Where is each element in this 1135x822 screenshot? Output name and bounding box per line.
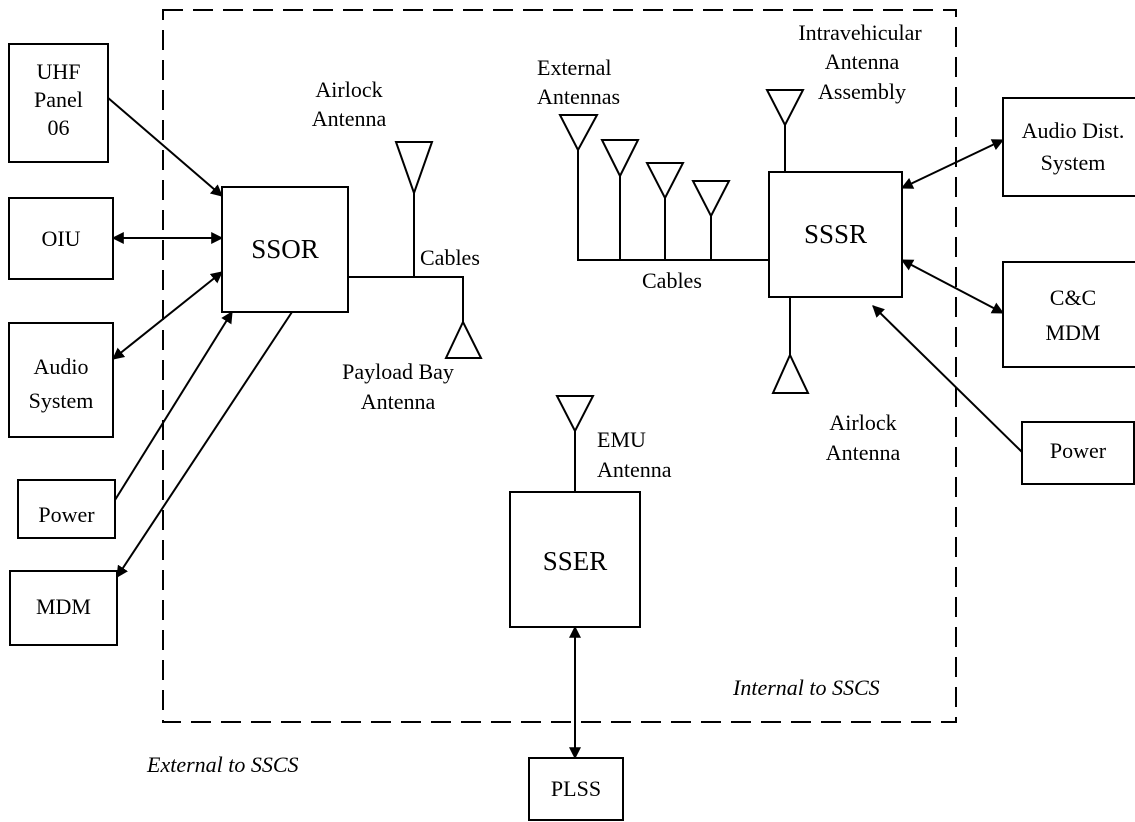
svg-text:SSER: SSER — [543, 546, 608, 576]
svg-text:MDM: MDM — [1045, 320, 1100, 345]
external-antennas-label: External Antennas — [537, 55, 620, 109]
svg-text:Assembly: Assembly — [818, 79, 906, 104]
airlock-antenna-right-label: Airlock Antenna — [826, 410, 901, 465]
svg-text:06: 06 — [48, 115, 70, 140]
sssr-block: SSSR — [768, 171, 903, 298]
svg-text:Airlock: Airlock — [315, 77, 382, 102]
payload-bay-antenna-icon — [444, 319, 483, 359]
svg-text:Audio Dist.: Audio Dist. — [1022, 118, 1125, 143]
svg-text:SSSR: SSSR — [804, 219, 867, 249]
oiu-block: OIU — [8, 197, 114, 280]
svg-text:EMU: EMU — [597, 427, 646, 452]
svg-text:System: System — [1041, 150, 1106, 175]
svg-text:Intravehicular: Intravehicular — [798, 20, 922, 45]
audio-dist-system-block: Audio Dist. System — [1002, 97, 1135, 197]
external-antenna-3-icon — [645, 162, 685, 201]
svg-text:Power: Power — [1050, 438, 1107, 463]
sscs-boundary — [162, 9, 957, 723]
power-left-block: Power — [17, 479, 116, 539]
emu-antenna-icon — [555, 395, 595, 434]
svg-text:Audio: Audio — [34, 354, 89, 379]
sssr-cc-mdm-arrow — [900, 259, 1005, 314]
svg-text:Antenna: Antenna — [826, 440, 901, 465]
external-antenna-4-icon — [691, 180, 731, 219]
intravehicular-antenna-label: Intravehicular Antenna Assembly — [798, 20, 922, 104]
svg-text:System: System — [29, 388, 94, 413]
svg-text:C&C: C&C — [1050, 285, 1096, 310]
audio-ssor-arrow — [112, 271, 223, 360]
svg-text:Antenna: Antenna — [361, 389, 436, 414]
cc-mdm-block: C&C MDM — [1002, 261, 1135, 368]
svg-text:PLSS: PLSS — [551, 776, 601, 801]
cables-left-label: Cables — [420, 245, 480, 270]
uhf-to-ssor-arrow — [106, 96, 223, 197]
svg-text:Antenna: Antenna — [825, 49, 900, 74]
svg-text:Antennas: Antennas — [537, 84, 620, 109]
airlock-antenna-right-icon — [771, 352, 810, 394]
uhf-panel-block: UHF Panel 06 — [8, 43, 109, 163]
svg-text:UHF: UHF — [36, 59, 80, 84]
power-to-ssor-arrow — [114, 310, 233, 501]
ssor-cable — [348, 276, 464, 325]
power-to-sssr-arrow — [872, 305, 1023, 453]
airlock-antenna-left-label: Airlock Antenna — [312, 77, 387, 131]
connections — [106, 96, 1023, 760]
power-right-block: Power — [1021, 421, 1135, 485]
internal-to-sscs-label: Internal to SSCS — [732, 675, 880, 700]
plss-block: PLSS — [528, 757, 624, 821]
svg-text:Power: Power — [38, 502, 95, 527]
svg-text:Antenna: Antenna — [597, 457, 672, 482]
sssr-audio-dist-arrow — [900, 139, 1005, 189]
mdm-block: MDM — [9, 570, 118, 646]
emu-antenna-label: EMU Antenna — [597, 427, 672, 482]
sssr-cable — [577, 130, 769, 261]
antennas — [394, 89, 810, 434]
svg-text:MDM: MDM — [36, 594, 91, 619]
airlock-antenna-left-icon — [394, 141, 434, 197]
svg-text:External: External — [537, 55, 612, 80]
cables-right-label: Cables — [642, 268, 702, 293]
external-antenna-2-icon — [600, 139, 640, 179]
payload-bay-antenna-label: Payload Bay Antenna — [342, 359, 454, 414]
external-antenna-1-icon — [558, 114, 599, 153]
ssor-to-mdm-arrow — [116, 311, 293, 579]
svg-text:Airlock: Airlock — [829, 410, 896, 435]
ssor-block: SSOR — [221, 186, 349, 313]
svg-text:Antenna: Antenna — [312, 106, 387, 131]
svg-text:SSOR: SSOR — [251, 234, 319, 264]
svg-text:Panel: Panel — [34, 87, 83, 112]
audio-system-block: Audio System — [8, 322, 114, 438]
external-to-sscs-label: External to SSCS — [146, 752, 299, 777]
svg-text:OIU: OIU — [41, 226, 80, 251]
intravehicular-antenna-icon — [765, 89, 805, 128]
svg-text:Payload Bay: Payload Bay — [342, 359, 454, 384]
sser-block: SSER — [509, 491, 641, 628]
